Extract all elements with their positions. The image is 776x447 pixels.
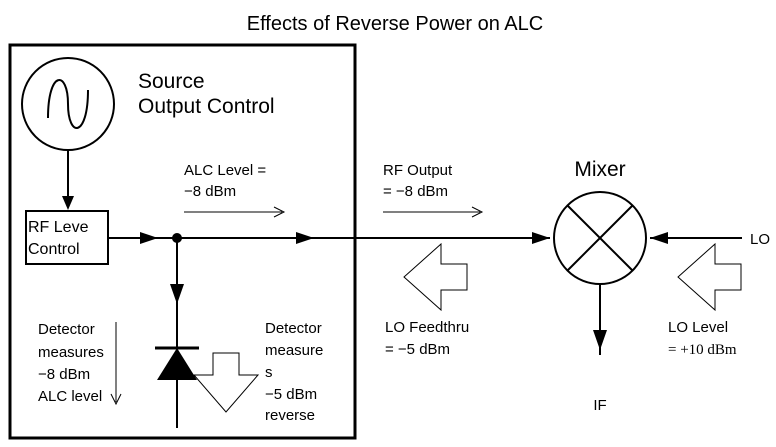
detector-right-line4: −5 dBm [265,386,317,403]
signal-arrow-1-icon [140,232,158,244]
lo-feedthru-arrow-icon [403,242,468,312]
source-label-line2: Output Control [138,95,275,118]
lo-feedthru-line2: = −5 dBm [385,341,450,358]
detector-arrow-icon [170,284,184,304]
detector-left-line2: measures [38,344,104,361]
detector-right-line5: reverse [265,407,315,424]
source-label-line1: Source [138,70,205,93]
signal-arrow-2-icon [296,232,314,244]
rf-output-line1: RF Output [383,162,453,179]
rf-output-line2: = −8 dBm [383,183,448,200]
diode-icon [155,346,199,380]
detector-left-line4: ALC level [38,388,102,405]
detector-right-line1: Detector [265,320,322,337]
alc-level-line1: ALC Level = [184,162,266,179]
signal-arrow-3-icon [532,232,550,244]
mixer-icon [553,191,647,285]
mixer-label: Mixer [574,158,625,181]
osc-arrowhead-icon [62,196,74,210]
diagram-title: Effects of Reverse Power on ALC [247,13,543,35]
lo-input-arrow-icon [650,232,668,244]
source-box [8,43,357,440]
alc-level-line2: −8 dBm [184,183,236,200]
detector-right-line2: measure [265,342,323,359]
detector-down-arrow-icon [110,322,122,406]
rf-level-control-line2: Control [28,241,80,258]
reverse-power-arrow-icon [192,352,260,413]
lo-label: LO [750,231,770,248]
detector-left-line1: Detector [38,321,95,338]
sine-source-icon [21,57,115,151]
lo-feedthru-line1: LO Feedthru [385,319,469,336]
detector-left-line3: −8 dBm [38,366,90,383]
lo-level-arrow-icon [677,242,742,312]
rf-level-control-line1: RF Leve [28,219,89,236]
alc-direction-arrow-icon [184,206,286,218]
if-label: IF [593,397,606,414]
lo-level-line2: = +10 dBm [668,342,737,358]
lo-level-line1: LO Level [668,319,728,336]
rf-output-direction-arrow-icon [383,206,484,218]
detector-right-line3: s [265,364,273,381]
if-arrow-icon [593,330,607,350]
